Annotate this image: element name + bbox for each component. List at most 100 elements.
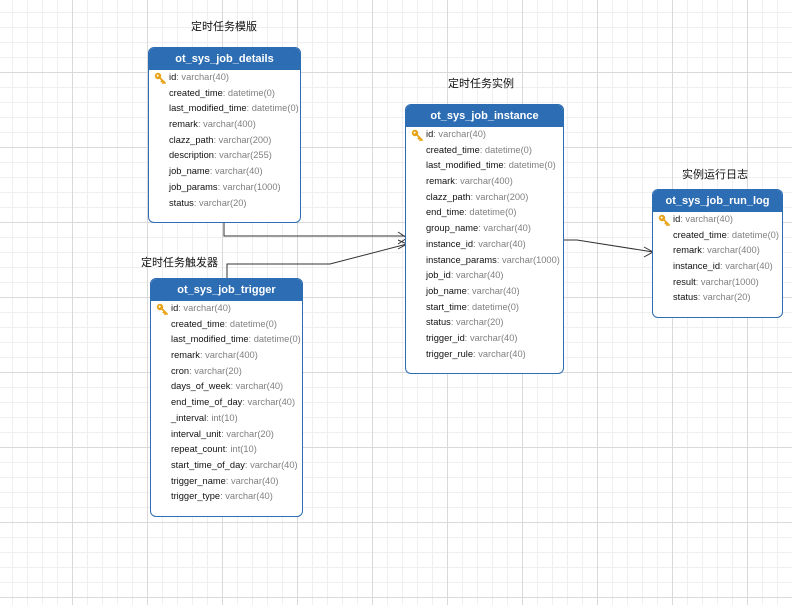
field-type: varchar(200): [218, 134, 272, 145]
table-title: ot_sys_job_details: [149, 48, 300, 70]
field-name: _interval: [171, 412, 207, 423]
field-row[interactable]: trigger_type: varchar(40): [151, 489, 302, 505]
field-type: varchar(400): [203, 119, 256, 130]
field-separator: :: [464, 207, 470, 218]
field-row[interactable]: days_of_week: varchar(40): [151, 379, 302, 395]
field-row[interactable]: group_name: varchar(40): [406, 221, 563, 237]
field-row[interactable]: id: varchar(40): [406, 127, 563, 143]
field-type: varchar(400): [205, 350, 258, 361]
field-name: job_params: [169, 181, 218, 192]
field-separator: :: [206, 412, 212, 423]
table-ot-sys-job-run-log[interactable]: ot_sys_job_run_log id: varchar(40)create…: [652, 189, 783, 318]
table-title: ot_sys_job_trigger: [151, 279, 302, 301]
field-row[interactable]: last_modified_time: datetime(0): [151, 332, 302, 348]
field-row[interactable]: start_time: datetime(0): [406, 300, 563, 316]
field-separator: :: [701, 245, 708, 256]
field-separator: :: [496, 254, 502, 265]
table-ot-sys-job-instance[interactable]: ot_sys_job_instance id: varchar(40)creat…: [405, 104, 564, 374]
field-row[interactable]: description: varchar(255): [149, 148, 300, 164]
field-name: end_time_of_day: [171, 397, 243, 408]
table-ot-sys-job-details[interactable]: ot_sys_job_details id: varchar(40)create…: [148, 47, 301, 223]
field-type: datetime(0): [472, 301, 520, 312]
field-row[interactable]: job_name: varchar(40): [406, 284, 563, 300]
field-type: datetime(0): [484, 144, 532, 155]
field-row[interactable]: last_modified_time: datetime(0): [149, 101, 300, 117]
field-row[interactable]: clazz_path: varchar(200): [406, 190, 563, 206]
field-row[interactable]: status: varchar(20): [149, 196, 300, 212]
field-type: varchar(40): [225, 491, 273, 502]
field-name: group_name: [426, 223, 479, 234]
field-row[interactable]: start_time_of_day: varchar(40): [151, 458, 302, 474]
field-separator: :: [225, 475, 231, 486]
field-row[interactable]: instance_id: varchar(40): [406, 237, 563, 253]
field-separator: :: [503, 160, 509, 171]
field-separator: :: [464, 332, 470, 343]
field-row[interactable]: repeat_count: int(10): [151, 442, 302, 458]
field-separator: :: [197, 119, 204, 130]
field-separator: :: [454, 176, 461, 187]
field-row[interactable]: cron: varchar(20): [151, 364, 302, 380]
field-row[interactable]: result: varchar(1000): [653, 275, 782, 291]
field-row[interactable]: job_name: varchar(40): [149, 164, 300, 180]
field-row[interactable]: status: varchar(20): [653, 290, 782, 306]
field-type: varchar(20): [455, 317, 504, 328]
field-type: datetime(0): [253, 334, 301, 345]
field-row[interactable]: id: varchar(40): [653, 212, 782, 228]
caption-job-details: 定时任务模版: [191, 20, 257, 33]
field-row[interactable]: remark: varchar(400): [151, 348, 302, 364]
field-row[interactable]: trigger_rule: varchar(40): [406, 347, 563, 363]
field-name: end_time: [426, 207, 465, 218]
field-name: repeat_count: [171, 444, 226, 455]
field-row[interactable]: clazz_path: varchar(200): [149, 133, 300, 149]
field-row[interactable]: created_time: datetime(0): [151, 317, 302, 333]
field-type: varchar(20): [198, 197, 247, 208]
field-name: trigger_type: [171, 491, 221, 502]
field-separator: :: [176, 72, 182, 82]
field-name: last_modified_time: [169, 103, 247, 114]
field-row[interactable]: instance_id: varchar(40): [653, 259, 782, 275]
field-separator: :: [246, 103, 252, 114]
field-row[interactable]: remark: varchar(400): [653, 243, 782, 259]
field-row[interactable]: remark: varchar(400): [149, 117, 300, 133]
field-row[interactable]: last_modified_time: datetime(0): [406, 158, 563, 174]
field-type: varchar(1000): [222, 181, 281, 192]
field-name: description: [169, 150, 214, 161]
field-row[interactable]: job_params: varchar(1000): [149, 180, 300, 196]
field-name: id: [426, 129, 434, 139]
field-separator: :: [189, 365, 195, 376]
field-type: datetime(0): [229, 318, 277, 329]
field-separator: :: [225, 444, 231, 455]
table-ot-sys-job-trigger[interactable]: ot_sys_job_trigger id: varchar(40)create…: [150, 278, 303, 517]
field-row[interactable]: id: varchar(40): [149, 70, 300, 86]
field-row[interactable]: created_time: datetime(0): [653, 228, 782, 244]
field-separator: :: [478, 223, 484, 234]
field-row[interactable]: created_time: datetime(0): [406, 143, 563, 159]
field-row[interactable]: created_time: datetime(0): [149, 86, 300, 102]
field-row[interactable]: job_id: varchar(40): [406, 268, 563, 284]
field-type: datetime(0): [508, 160, 556, 171]
field-name: start_time: [426, 301, 467, 312]
field-name: result: [673, 276, 696, 287]
field-row[interactable]: _interval: int(10): [151, 411, 302, 427]
field-row[interactable]: id: varchar(40): [151, 301, 302, 317]
field-separator: :: [470, 191, 476, 202]
field-row[interactable]: instance_params: varchar(1000): [406, 253, 563, 269]
field-row[interactable]: end_time_of_day: varchar(40): [151, 395, 302, 411]
field-row[interactable]: interval_unit: varchar(20): [151, 427, 302, 443]
field-row[interactable]: end_time: datetime(0): [406, 205, 563, 221]
field-name: clazz_path: [426, 191, 471, 202]
field-name: created_time: [673, 229, 727, 240]
field-type: varchar(40): [725, 261, 773, 272]
field-row[interactable]: remark: varchar(400): [406, 174, 563, 190]
field-type: varchar(40): [478, 238, 526, 249]
field-separator: :: [695, 276, 701, 287]
field-row[interactable]: status: varchar(20): [406, 315, 563, 331]
field-type: varchar(1000): [700, 276, 759, 287]
field-type: varchar(40): [478, 348, 526, 359]
field-separator: :: [479, 144, 485, 155]
field-row[interactable]: trigger_id: varchar(40): [406, 331, 563, 347]
caption-job-instance: 定时任务实例: [448, 77, 514, 90]
field-name: job_name: [169, 166, 210, 177]
field-name: interval_unit: [171, 428, 222, 439]
field-row[interactable]: trigger_name: varchar(40): [151, 474, 302, 490]
